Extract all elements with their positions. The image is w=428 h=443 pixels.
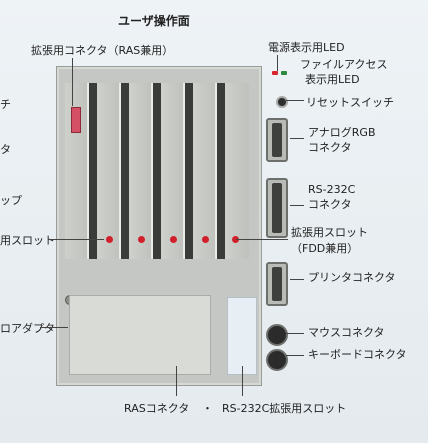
analog-rgb-connector-icon xyxy=(266,118,288,162)
rs232c-label-1: RS-232C xyxy=(308,183,356,196)
blank-plate xyxy=(69,295,211,375)
analog-rgb-label-2: コネクタ xyxy=(308,141,352,154)
reset-switch-button[interactable] xyxy=(276,96,288,108)
slot-1 xyxy=(87,83,97,259)
slot-bracket-4 xyxy=(161,83,185,259)
power-led-label: 電源表示用LED xyxy=(268,41,345,54)
callout-dot-3 xyxy=(170,236,177,243)
access-led-icon xyxy=(281,71,287,75)
callout-line-reset xyxy=(284,100,304,101)
keyboard-connector-label: キーボードコネクタ xyxy=(308,348,407,361)
left-label-partial-1: チ xyxy=(0,98,11,111)
callout-dot-2 xyxy=(138,236,145,243)
left-label-partial-2: タ xyxy=(0,143,11,156)
callout-line-keyboard xyxy=(286,355,304,356)
expansion-slot-label-1: 拡張用スロット xyxy=(291,226,368,239)
callout-line-ras-bottom xyxy=(176,366,177,396)
rs232c-connector-icon xyxy=(266,178,288,238)
slot-bracket-3 xyxy=(129,83,153,259)
power-led-icon xyxy=(272,71,278,75)
callout-line-power-led xyxy=(277,55,278,71)
callout-line-slot-right xyxy=(236,239,288,240)
file-access-led-label-1: ファイルアクセス xyxy=(300,58,388,71)
slot-3 xyxy=(151,83,161,259)
mouse-connector-label: マウスコネクタ xyxy=(308,326,385,339)
printer-connector-icon xyxy=(266,262,288,306)
callout-dot-5 xyxy=(232,236,239,243)
callout-line-printer xyxy=(290,279,304,280)
callout-dot-1 xyxy=(106,236,113,243)
page-title: ユーザ操作面 xyxy=(118,14,190,28)
file-access-led-label-2: 表示用LED xyxy=(305,73,360,86)
rs232c-label-2: コネクタ xyxy=(308,198,352,211)
ras-connector-tab xyxy=(71,107,81,133)
callout-line-rs232c-bottom xyxy=(242,366,243,396)
device-back-panel xyxy=(56,66,262,386)
rs232c-expansion-label: RS-232C拡張用スロット xyxy=(222,402,347,415)
slot-5 xyxy=(215,83,225,259)
callout-line-mouse xyxy=(286,333,304,334)
callout-dot-4 xyxy=(202,236,209,243)
slot-bracket-5 xyxy=(193,83,217,259)
left-label-partial-3: ップ xyxy=(0,194,22,207)
left-label-partial-4: 用スロット xyxy=(0,234,55,247)
ras-bottom-label: RASコネクタ xyxy=(124,402,190,415)
slot-4 xyxy=(183,83,193,259)
keyboard-connector-icon xyxy=(266,349,288,371)
printer-connector-label: プリンタコネクタ xyxy=(308,271,396,284)
analog-rgb-label-1: アナログRGB xyxy=(308,126,376,139)
slot-bracket-6 xyxy=(225,83,249,259)
expansion-slot-label-2: （FDD兼用） xyxy=(291,242,359,255)
slot-bracket-2 xyxy=(97,83,121,259)
rs232c-expansion-cover xyxy=(227,297,257,375)
callout-line-ras xyxy=(72,58,73,106)
mouse-connector-icon xyxy=(266,324,288,346)
callout-line-rs232c xyxy=(290,205,304,206)
left-label-partial-5: ロアダプタ xyxy=(0,322,55,335)
ras-connector-label: 拡張用コネクタ（RAS兼用） xyxy=(31,44,174,57)
callout-line-adapter xyxy=(40,327,68,328)
slot-2 xyxy=(119,83,129,259)
callout-line-slot-left xyxy=(48,239,104,240)
reset-switch-label: リセットスイッチ xyxy=(306,96,394,109)
separator-label: ・ xyxy=(202,402,213,415)
callout-line-rgb xyxy=(290,138,304,139)
